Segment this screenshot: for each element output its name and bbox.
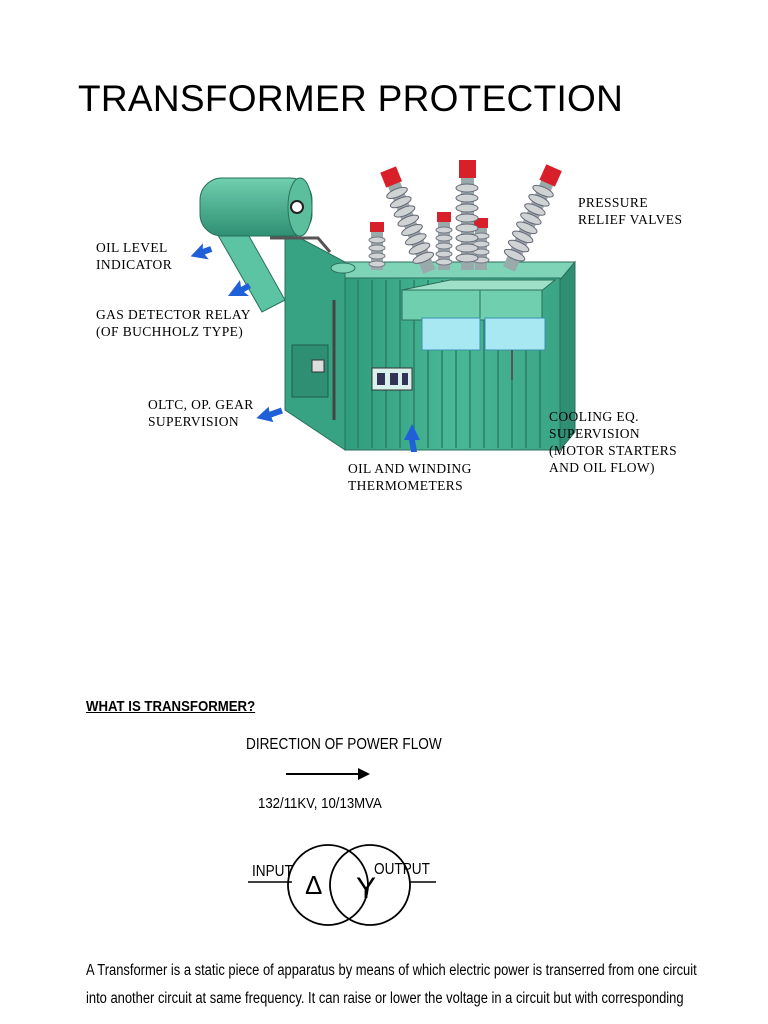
arrow-oil-level [190,243,213,260]
power-flow-arrow [286,768,370,780]
bushing [435,212,453,270]
definition-line-1: A Transformer is a static piece of appar… [86,962,697,979]
buchholz-relay [330,262,356,274]
input-label: INPUT [252,863,293,880]
label-cooling-supervision: COOLING EQ. SUPERVISION (MOTOR STARTERS … [549,409,678,475]
conservator-tank [199,177,332,313]
transformer-symbol: Δ Y [248,844,436,926]
cooler-boxes [401,279,557,380]
transformer-illustration [190,160,577,452]
label-gas-detector-relay: GAS DETECTOR RELAY (OF BUCHHOLZ TYPE) [96,307,251,339]
label-oil-winding-thermometers: OIL AND WINDING THERMOMETERS [348,461,472,493]
oltc-cabinet [284,229,346,451]
label-oil-level-indicator: OIL LEVEL INDICATOR [96,240,173,272]
primary-winding-circle [287,844,369,926]
pointer-arrows [190,243,420,452]
output-label: OUTPUT [374,861,430,878]
bushing [455,160,479,270]
arrow-oltc [256,406,283,423]
bushing [380,166,436,274]
definition-line-2: into another circuit at same frequency. … [86,990,684,1007]
section-heading: WHAT IS TRANSFORMER? [86,698,256,715]
page-title: TRANSFORMER PROTECTION [78,78,624,119]
rating-label: 132/11KV, 10/13MVA [258,795,382,812]
secondary-winding-circle [329,844,411,926]
label-oltc-supervision: OLTC, OP. GEAR SUPERVISION [148,397,254,429]
label-pressure-relief-valves: PRESSURE RELIEF VALVES [578,195,683,227]
arrow-thermometers [404,424,420,452]
thermometer-panel [371,367,413,391]
bushing [368,222,386,270]
transformer-tank [328,260,577,452]
power-flow-direction-label: DIRECTION OF POWER FLOW [246,736,442,753]
arrow-gas-relay [228,280,251,296]
bushing [502,164,562,272]
delta-symbol: Δ [305,870,322,900]
bushings [368,160,562,274]
wye-symbol: Y [356,872,376,905]
